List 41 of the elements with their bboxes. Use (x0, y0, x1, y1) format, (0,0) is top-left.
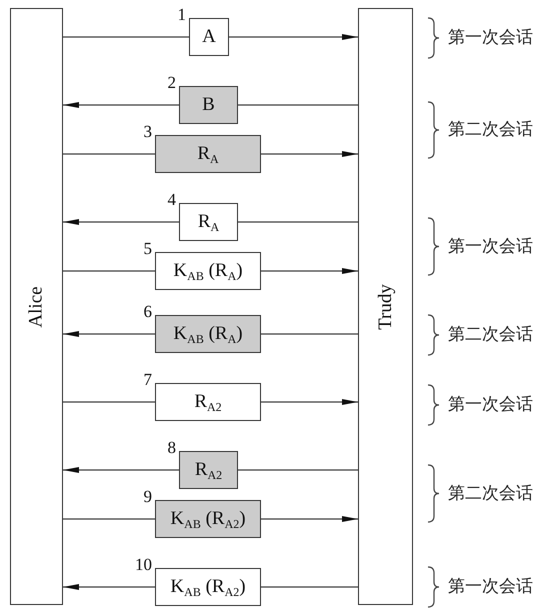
arrow (261, 516, 358, 522)
session-label: 第一次会话 (448, 238, 533, 255)
step-number: 3 (144, 123, 152, 140)
session-label: 第二次会话 (448, 485, 533, 502)
message-box: K$_{AB}$ (R$_{A2}$) (155, 500, 261, 538)
session-label: 第一次会话 (448, 396, 533, 414)
message-box: R$_{A}$ (179, 203, 238, 241)
participant-bar (10, 8, 63, 605)
message-box: K$_{AB}$ (R$_{A}$) (155, 252, 261, 290)
message-box: K$_{AB}$ (R$_{A2}$) (155, 568, 261, 606)
arrow (63, 102, 179, 108)
step-number: 9 (144, 488, 152, 505)
message-box: K$_{AB}$ (R$_{A}$) (155, 315, 261, 353)
step-number: 4 (168, 191, 176, 208)
message-box: A (189, 18, 229, 56)
message-box: R$_{A}$ (155, 135, 261, 173)
step-number: 2 (168, 74, 176, 91)
step-number: 8 (168, 439, 176, 456)
session-label: 第一次会话 (448, 30, 533, 46)
session-label: 第一次会话 (448, 578, 533, 596)
arrow (261, 151, 358, 157)
message-box: B (179, 86, 238, 124)
session-label: 第二次会话 (448, 326, 533, 344)
step-number: 1 (178, 6, 186, 23)
step-number: 5 (144, 240, 152, 257)
arrow (63, 219, 179, 225)
step-number: 6 (144, 303, 152, 320)
arrow (63, 584, 155, 590)
arrow (261, 399, 358, 405)
message-box: R$_{A2}$ (155, 383, 261, 421)
arrow (261, 268, 358, 274)
message-box: R$_{A2}$ (179, 451, 238, 489)
participant-bar (358, 8, 413, 605)
step-number: 10 (135, 556, 152, 573)
session-label: 第二次会话 (448, 122, 533, 138)
arrow (63, 331, 155, 337)
participant-name: Alice (26, 286, 48, 328)
arrow (229, 34, 358, 40)
participant-name: Trudy (374, 284, 396, 330)
step-number: 7 (144, 371, 152, 388)
arrow (63, 467, 179, 473)
